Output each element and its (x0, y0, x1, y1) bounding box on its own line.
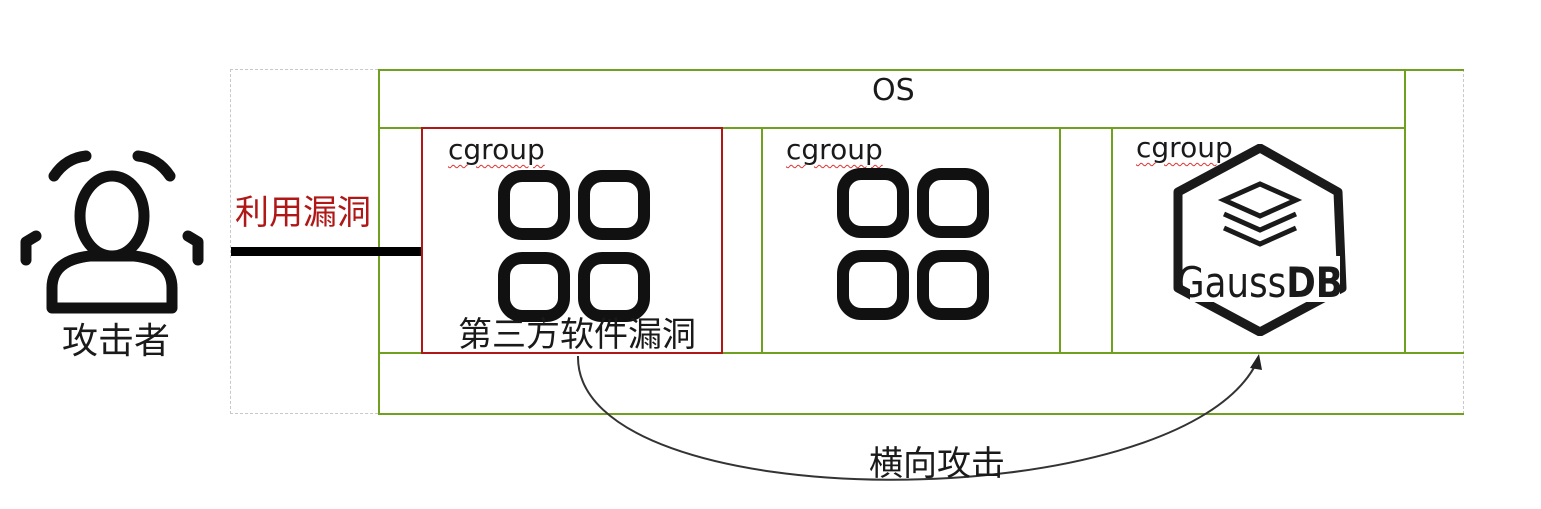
cgroup-label-text: cgroup (448, 133, 545, 166)
cgroup-box-2 (761, 127, 1061, 354)
gaussdb-logo: GaussDB (1173, 144, 1347, 336)
cgroup-box-3 (1111, 127, 1406, 354)
cgroup-label: cgroup (1136, 134, 1233, 162)
cgroup-label: cgroup (786, 136, 883, 164)
exploit-connector-line (231, 247, 421, 256)
attacker-label: 攻击者 (62, 321, 171, 362)
apps-grid-icon (837, 168, 989, 320)
exploit-label: 利用漏洞 (235, 193, 371, 233)
user-scan-icon (20, 150, 204, 314)
lateral-attack-label: 横向攻击 (869, 444, 1005, 484)
apps-grid-icon (498, 170, 650, 322)
os-label: OS (872, 73, 915, 108)
cgroup-label: cgroup (448, 136, 545, 164)
cgroup-label-text: cgroup (786, 133, 883, 166)
third-party-vuln-label: 第三方软件漏洞 (458, 315, 696, 355)
os-box (378, 69, 1464, 415)
cgroup-box-compromised (421, 127, 723, 354)
cgroup-label-text: cgroup (1136, 131, 1233, 164)
gaussdb-logo-text: GaussDB (1177, 258, 1343, 307)
